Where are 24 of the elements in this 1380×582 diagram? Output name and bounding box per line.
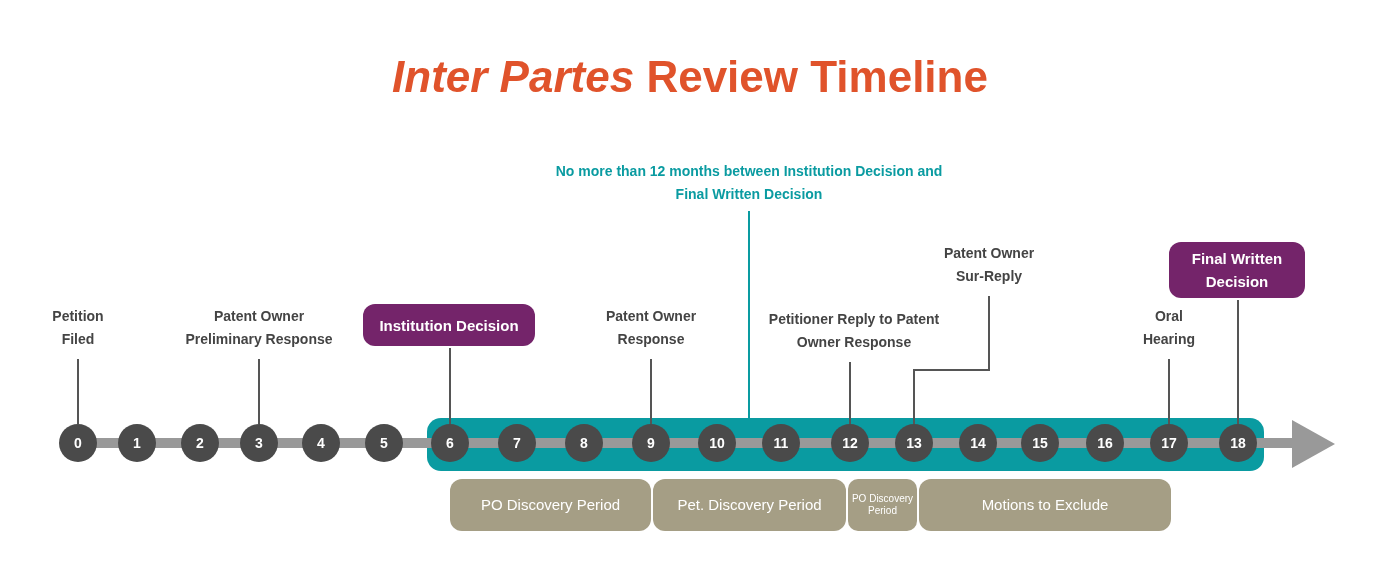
period-box: Pet. Discovery Period	[653, 479, 846, 531]
event-label: Patent Owner Preliminary Response	[174, 305, 344, 353]
timespan-note: No more than 12 months between Institution Decision and Final Written Decision	[544, 160, 954, 208]
leader-line	[650, 358, 652, 425]
decision-box: Institution Decision	[363, 304, 535, 346]
decision-box: Final Written Decision	[1169, 242, 1305, 298]
leader-line	[258, 358, 260, 425]
period-box: PO Discovery Period	[450, 479, 651, 531]
event-label: Petition Filed	[43, 305, 113, 353]
event-label: Petitioner Reply to Patent Owner Response	[759, 308, 949, 356]
leader-line	[1237, 299, 1239, 425]
title: Inter Partes Review Timeline	[392, 51, 988, 103]
leader-line	[449, 347, 451, 425]
leader-line	[849, 361, 851, 425]
event-label: Oral Hearing	[1134, 305, 1204, 353]
period-box: Motions to Exclude	[919, 479, 1171, 531]
event-label: Patent Owner Response	[596, 305, 706, 353]
leader-line	[1168, 358, 1170, 425]
period-box: PO Discovery Period	[848, 479, 917, 531]
leader-line	[77, 358, 79, 425]
leader-line	[748, 210, 750, 419]
period-band	[427, 418, 1264, 471]
event-label: Patent Owner Sur-Reply	[934, 242, 1044, 290]
leader-line	[913, 295, 990, 425]
